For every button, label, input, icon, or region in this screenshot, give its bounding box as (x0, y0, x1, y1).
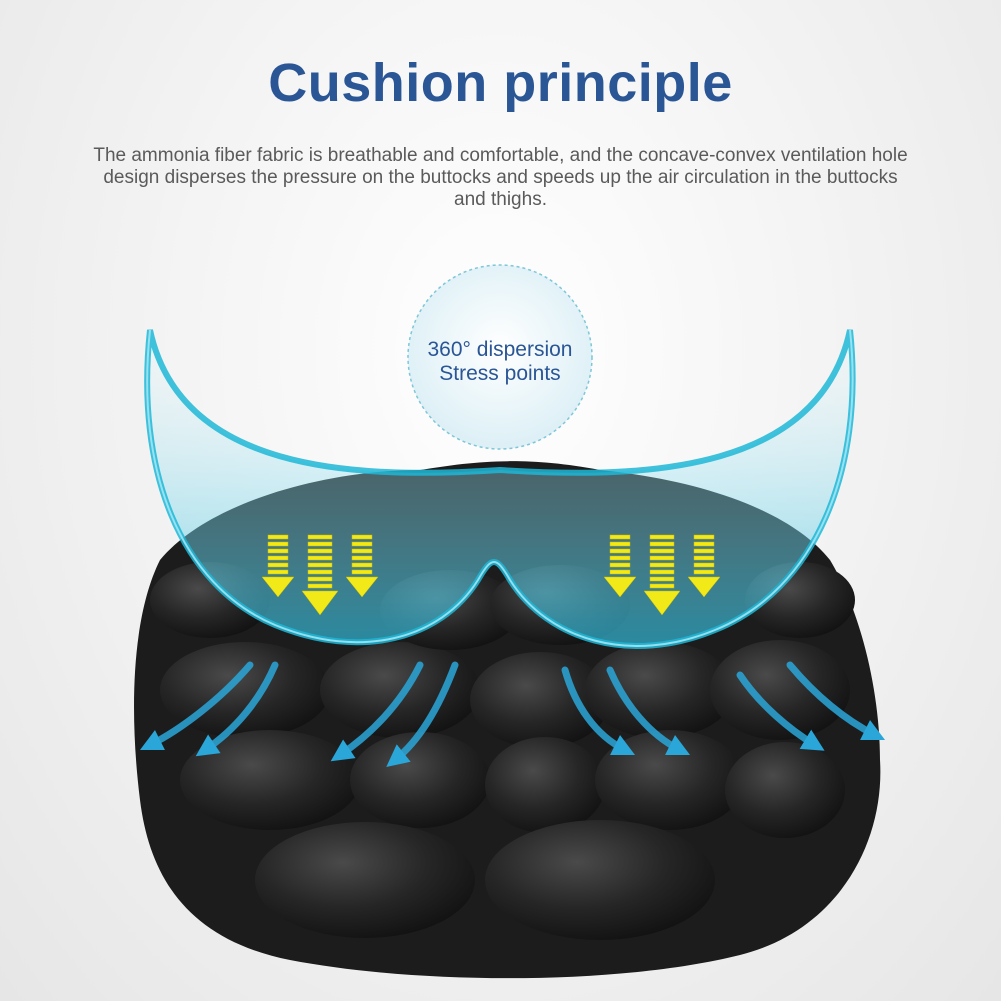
callout-line-1: 360° dispersion (428, 338, 573, 361)
description-text: The ammonia fiber fabric is breathable a… (93, 145, 908, 210)
pressure-arrows-right (603, 534, 721, 616)
pressure-arrows-left (261, 534, 379, 616)
callout-line-2: Stress points (439, 362, 560, 385)
airflow-arrows (139, 661, 886, 768)
stress-points-callout: 360° dispersion Stress points (407, 264, 593, 450)
page-title: Cushion principle (268, 53, 733, 113)
